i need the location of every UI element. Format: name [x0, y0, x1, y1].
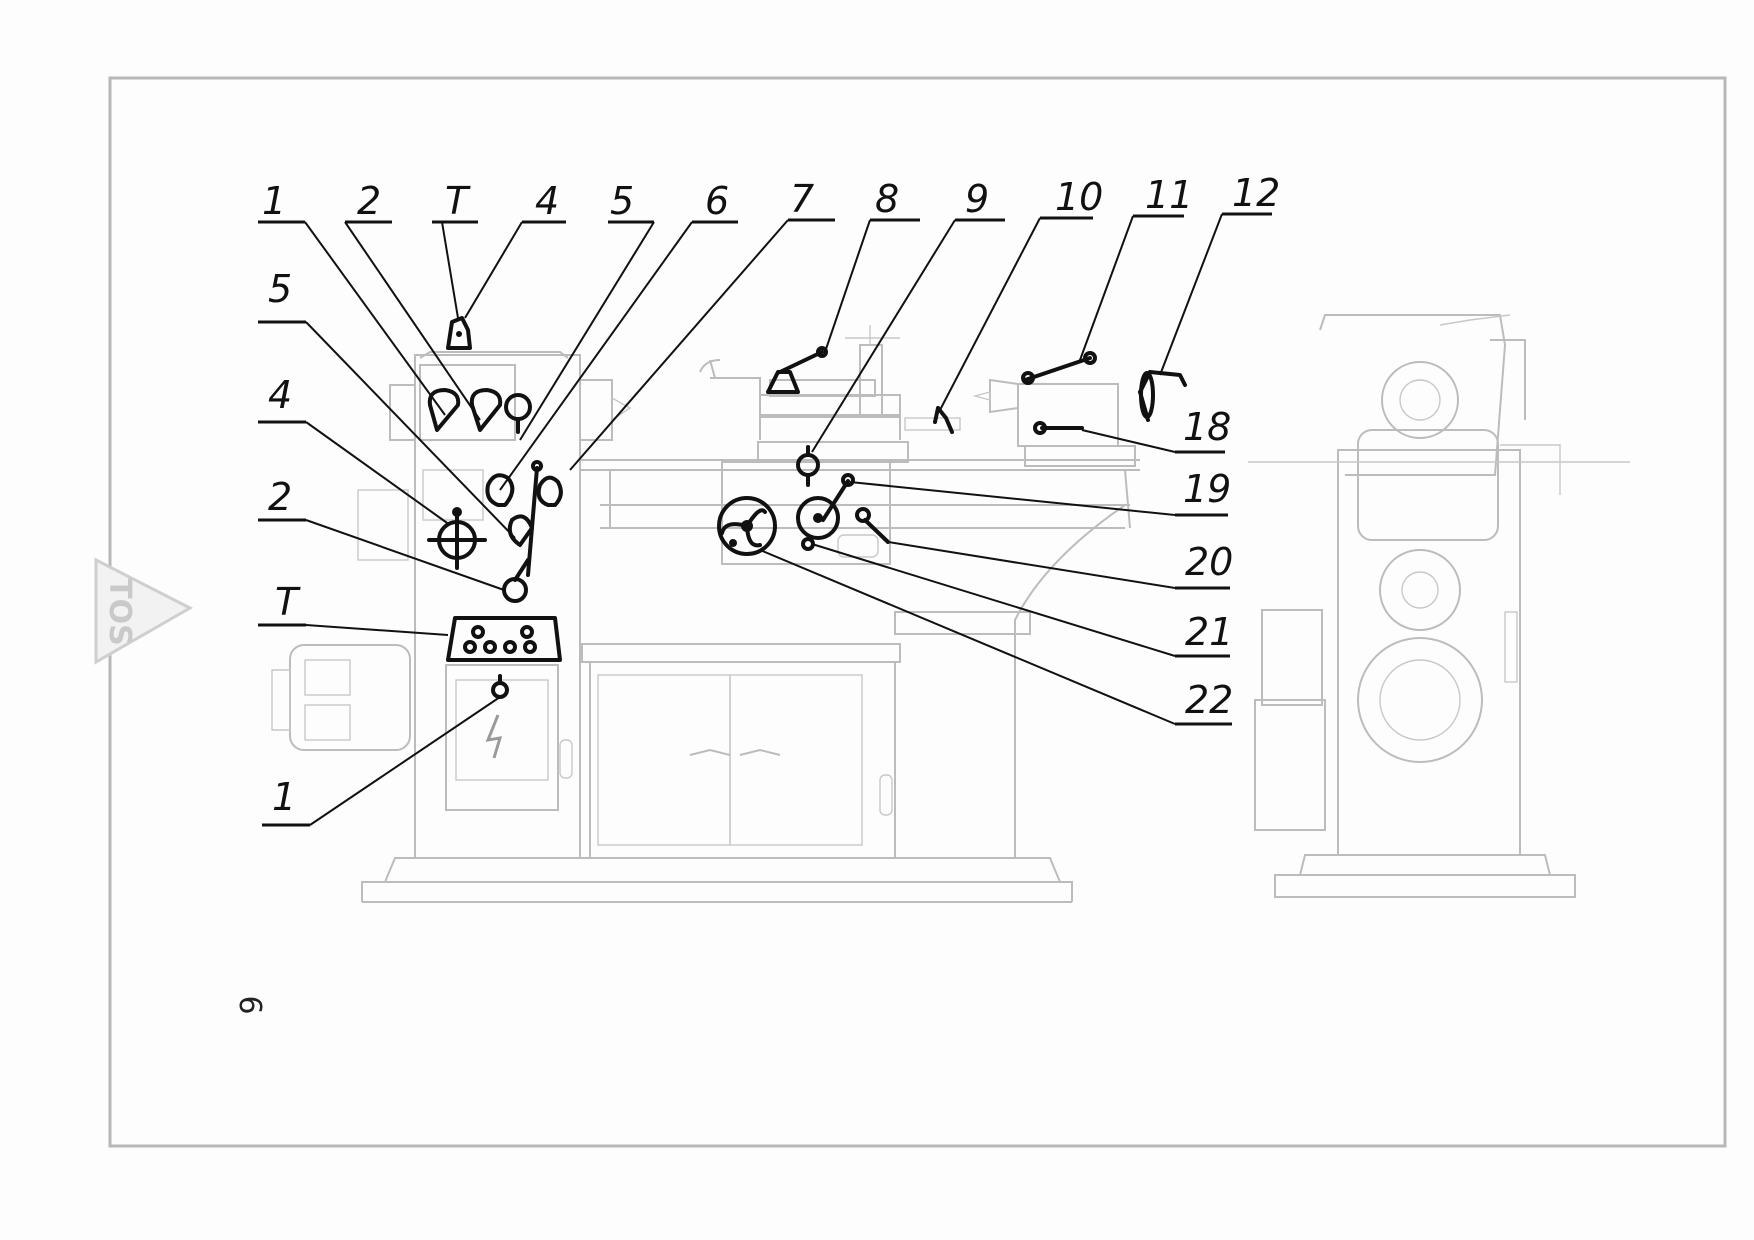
- callout-label: 5: [268, 267, 292, 311]
- callout-13: 8: [824, 177, 920, 353]
- callout-label: T: [445, 179, 471, 223]
- lathe-side-view: [1248, 314, 1630, 898]
- callout-4: 4: [258, 373, 451, 526]
- callout-2: 2: [258, 475, 505, 591]
- control-15: [933, 406, 954, 434]
- callout-18: 18: [1081, 405, 1231, 454]
- callout-20: 20: [887, 540, 1233, 590]
- callout-14: 9: [811, 177, 1005, 453]
- control-22: [717, 496, 777, 556]
- callout-10: 5: [519, 179, 655, 441]
- control-panel-t: [446, 616, 562, 662]
- callout-19: 19: [849, 467, 1231, 517]
- control-19: [821, 479, 850, 522]
- control-6: [427, 388, 461, 432]
- callout-label: 1: [262, 179, 286, 223]
- callout-5: 5: [258, 267, 516, 539]
- callout-21: 21: [811, 543, 1233, 658]
- control-8: [446, 316, 472, 350]
- callout-label: 4: [535, 179, 559, 223]
- callout-17: 12: [1159, 171, 1280, 376]
- callout-label: 1: [272, 775, 296, 819]
- control-12: [526, 466, 539, 577]
- control-21: [796, 496, 840, 540]
- callout-label: 22: [1185, 678, 1233, 722]
- control-1: [491, 681, 509, 699]
- control-4: [427, 507, 487, 570]
- control-16: [1023, 356, 1092, 382]
- callout-15: 10: [939, 175, 1103, 411]
- page-number: 6: [232, 995, 267, 1014]
- callout-7: 2: [344, 179, 481, 421]
- callout-label: T: [275, 580, 301, 624]
- callout-16: 11: [1079, 173, 1193, 361]
- callout-label: 6: [705, 179, 729, 223]
- callout-label: 18: [1183, 405, 1231, 449]
- control-5: [507, 514, 534, 547]
- callout-label: 10: [1055, 175, 1103, 219]
- control-10: [485, 473, 515, 507]
- callout-label: 2: [357, 179, 381, 223]
- control-elements: [427, 316, 1187, 699]
- control-13: [766, 370, 800, 394]
- control-20: [863, 518, 890, 544]
- callout-11: 6: [499, 179, 738, 491]
- callout-label: 21: [1185, 610, 1233, 654]
- callout-label: 9: [965, 177, 989, 221]
- callout-9: 4: [464, 179, 566, 319]
- callout-label: 20: [1185, 540, 1233, 584]
- control-7: [469, 388, 503, 432]
- callout-label: 4: [268, 373, 292, 417]
- callout-t: T: [258, 580, 449, 636]
- control-14: [796, 453, 820, 477]
- callout-12: 7: [569, 177, 835, 471]
- control-11: [536, 475, 563, 507]
- callout-22: 22: [759, 549, 1233, 726]
- callout-8: T: [432, 179, 478, 319]
- lathe-front-view: [271, 325, 1140, 903]
- control-2: [502, 577, 528, 603]
- callout-label: 5: [610, 179, 634, 223]
- logo-text: TOS: [102, 578, 137, 646]
- control-9: [504, 393, 532, 421]
- callout-label: 11: [1145, 173, 1193, 217]
- callout-label: 19: [1183, 467, 1231, 511]
- callout-6: 1: [258, 179, 446, 416]
- callout-label: 12: [1232, 171, 1280, 215]
- callout-label: 2: [268, 475, 292, 519]
- callout-label: 7: [790, 177, 814, 221]
- callout-label: 8: [875, 177, 899, 221]
- tos-logo: TOS: [94, 557, 194, 665]
- callout-1: 1: [262, 696, 501, 827]
